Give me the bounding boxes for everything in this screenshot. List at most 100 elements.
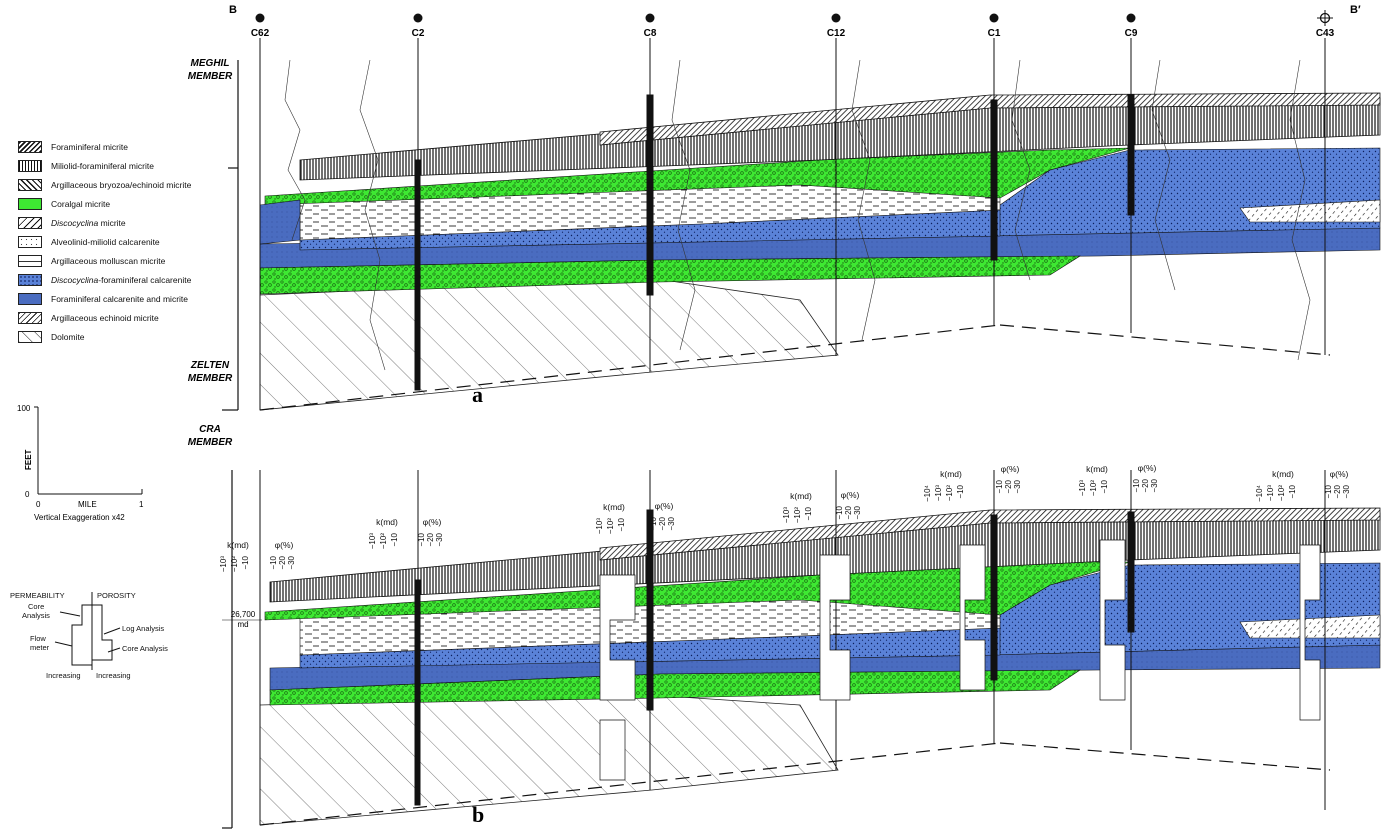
phi-tick-label: −10 — [1132, 478, 1141, 492]
phi-tick-label: −10 — [835, 505, 844, 519]
well-label: C2 — [412, 28, 425, 39]
phi-tick-label: −30 — [1150, 478, 1159, 492]
legend-label: Foraminiferal calcarenite and micrite — [51, 294, 188, 304]
well-label: C8 — [644, 28, 657, 39]
end-label-left: B — [229, 4, 237, 16]
k-tick-label: −10 — [1100, 479, 1109, 493]
k-header: k(md) — [1086, 464, 1108, 474]
dolomite-body-a — [259, 277, 839, 411]
legend-label-text: Coralgal micrite — [51, 198, 111, 209]
end-label-right: B′ — [1350, 4, 1361, 16]
phi-header: φ(%) — [1001, 464, 1020, 474]
well-label: C9 — [1125, 28, 1138, 39]
member-cra-line1: CRA — [199, 424, 221, 435]
panel-b — [259, 470, 1381, 826]
legend-label-text: micrite — [98, 217, 126, 228]
k-header: k(md) — [940, 469, 962, 479]
scale-bar — [34, 406, 143, 495]
k-header: k(md) — [376, 517, 398, 527]
member-cra-line2: MEMBER — [188, 437, 233, 448]
legend-swatch — [18, 311, 42, 324]
log-headers: k(md)φ(%)−10³−10²−10−10−20−30k(md)φ(%)−1… — [219, 463, 1351, 572]
k-header: k(md) — [227, 540, 249, 550]
legend-label: Alveolinid-miliolid calcarenite — [51, 237, 160, 247]
phi-tick-label: −20 — [1141, 478, 1150, 492]
legend-item: Dolomite — [18, 327, 223, 346]
legend-label: Argillaceous molluscan micrite — [51, 256, 165, 266]
member-meghil-line1: MEGHIL — [191, 58, 230, 69]
legend-swatch — [18, 330, 42, 343]
discocyclina-lens-b — [1239, 614, 1381, 639]
legend-label-text: -foraminiferal calcarenite — [98, 274, 192, 285]
phi-header: φ(%) — [655, 501, 674, 511]
legend-item: Coralgal micrite — [18, 194, 223, 213]
phi-header: φ(%) — [841, 490, 860, 500]
k-tick-label: −10 — [1288, 484, 1297, 498]
legend-swatch — [18, 178, 42, 191]
phi-tick-label: −10 — [649, 516, 658, 530]
panel-label-b: b — [472, 802, 484, 827]
scale-h-right: 1 — [139, 500, 144, 509]
scale-exaggeration: Vertical Exaggeration x42 — [34, 513, 125, 522]
phi-tick-label: −10 — [995, 479, 1004, 493]
k-header: k(md) — [790, 491, 812, 501]
legend-item: Argillaceous bryozoa/echinoid micrite — [18, 175, 223, 194]
legend-label: Argillaceous bryozoa/echinoid micrite — [51, 180, 191, 190]
legend-item: Argillaceous molluscan micrite — [18, 251, 223, 270]
k-tick-label: −10⁴ — [1255, 484, 1264, 502]
k-tick-label: −10² — [379, 533, 388, 550]
k-tick-label: −10³ — [368, 533, 377, 550]
well-symbol-oil — [831, 13, 841, 23]
k-tick-label: −10 — [956, 484, 965, 498]
phi-tick-label: −20 — [844, 505, 853, 519]
legend-label: Miliolid-foraminiferal micrite — [51, 161, 154, 171]
legend-item: Argillaceous echinoid micrite — [18, 308, 223, 327]
k-tick-label: −10³ — [782, 507, 791, 524]
legend-label-text: Argillaceous molluscan micrite — [51, 255, 166, 266]
legend-swatch — [18, 254, 42, 267]
panel-label-a: a — [472, 382, 483, 407]
phi-header: φ(%) — [1330, 469, 1349, 479]
green-band-b — [269, 669, 1082, 706]
phi-tick-label: −10 — [269, 555, 278, 569]
k-tick-label: −10³ — [1266, 485, 1275, 502]
legend-label-text: Argillaceous bryozoa/echinoid micrite — [51, 179, 192, 190]
legend-item: Alveolinid-miliolid calcarenite — [18, 232, 223, 251]
legend-item: Discocyclina micrite — [18, 213, 223, 232]
svg-text:POROSITY: POROSITY — [97, 591, 136, 600]
k-tick-label: −10² — [945, 485, 954, 502]
phi-tick-label: −10 — [1324, 484, 1333, 498]
legend-swatch — [18, 197, 42, 210]
discocyclina-lens-a — [1239, 199, 1381, 223]
k-tick-label: −10² — [1277, 485, 1286, 502]
legend-swatch — [18, 273, 42, 286]
member-meghil-line2: MEMBER — [188, 71, 233, 82]
legend-label: Dolomite — [51, 332, 85, 342]
k-tick-label: −10 — [390, 532, 399, 546]
annotation-md: md — [237, 620, 248, 629]
scale-h-left: 0 — [36, 500, 41, 509]
svg-text:Flow: Flow — [30, 634, 46, 643]
k-header: k(md) — [603, 502, 625, 512]
scale-feet: FEET — [24, 449, 33, 470]
perm-porosity-key: PERMEABILITY POROSITY Core Analysis Flow… — [10, 591, 168, 680]
svg-text:meter: meter — [30, 643, 50, 652]
svg-text:Log Analysis: Log Analysis — [122, 624, 164, 633]
foram-micrite-top-b — [599, 507, 1381, 561]
phi-tick-label: −30 — [1013, 479, 1022, 493]
legend-item: Discocyclina-foraminiferal calcarenite — [18, 270, 223, 289]
well-symbol-oil — [1126, 13, 1136, 23]
legend-label-text: Foraminiferal calcarenite and micrite — [51, 293, 188, 304]
legend-label: Discocyclina micrite — [51, 218, 126, 228]
legend-label: Coralgal micrite — [51, 199, 110, 209]
legend-label-text: Miliolid-foraminiferal micrite — [51, 160, 154, 171]
k-header: k(md) — [1272, 469, 1294, 479]
well-label: C12 — [827, 28, 846, 39]
legend-label-text: Dolomite — [51, 331, 85, 342]
legend-label: Argillaceous echinoid micrite — [51, 313, 159, 323]
green-left-a — [259, 199, 301, 245]
legend-label-italic: Discocyclina — [51, 217, 99, 228]
phi-tick-label: −20 — [1004, 479, 1013, 493]
k-tick-label: −10² — [606, 518, 615, 535]
